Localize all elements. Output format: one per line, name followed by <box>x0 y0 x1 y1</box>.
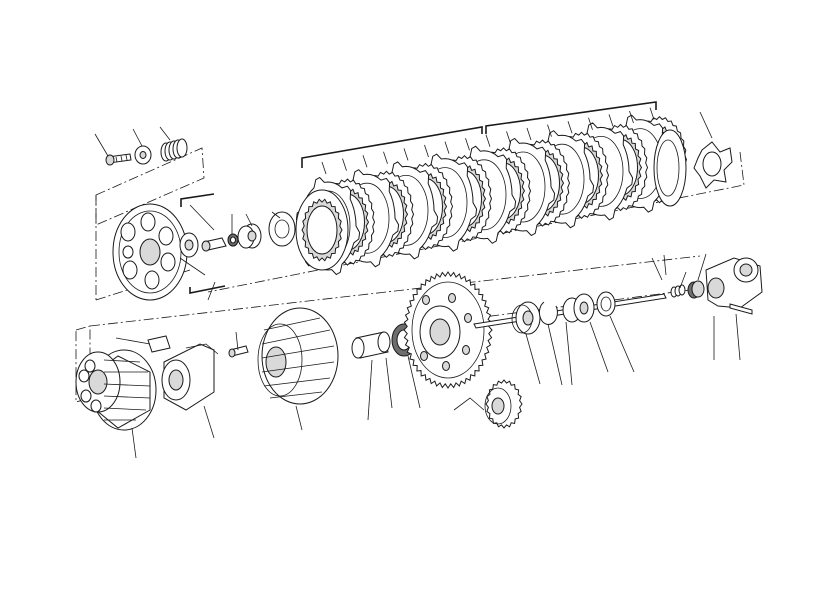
plate-leader-12 <box>547 124 552 137</box>
plate-stack-brackets <box>180 101 657 294</box>
clutch-hub-part <box>161 343 219 411</box>
plate-leader-lines <box>321 107 655 175</box>
spacer-part <box>351 331 391 359</box>
bearing-part <box>179 232 199 258</box>
plate-leader-5 <box>403 148 409 161</box>
plate-leader-2 <box>342 158 347 171</box>
shaft-bearing-1-part <box>511 301 541 335</box>
plate-leader-10 <box>506 131 511 144</box>
primary-gear-rim <box>411 281 485 379</box>
pin-part <box>651 257 663 281</box>
shaft-bearing-3-part <box>596 291 616 317</box>
leader-lines <box>94 111 741 459</box>
rear-plate <box>653 129 687 207</box>
plate-leader-4 <box>383 151 388 164</box>
piston-part <box>687 280 705 299</box>
pinion-gear-rim <box>484 387 512 425</box>
spring-part <box>160 138 188 162</box>
plate-leader-17 <box>649 107 655 120</box>
bushing-part <box>237 223 262 249</box>
plate-leader-7 <box>444 141 450 154</box>
star-washer-part <box>693 141 733 189</box>
o-ring-part <box>227 233 239 247</box>
primary-gear-hole-5 <box>442 361 450 371</box>
primary-gear-bore <box>429 318 451 346</box>
small-block-part <box>147 335 171 353</box>
pinion-gear-part <box>484 379 523 429</box>
primary-gear-hole-3 <box>464 313 472 323</box>
seal-part <box>268 211 296 247</box>
primary-gear-hole-6 <box>420 351 428 361</box>
front-plate-bore <box>306 205 338 255</box>
plate-leader-3 <box>362 155 368 168</box>
inner-basket-part <box>257 307 339 405</box>
small-spring-part <box>670 284 686 298</box>
circlip-part <box>538 301 558 325</box>
bolt-part <box>105 153 132 166</box>
plate-leader-13 <box>567 121 573 134</box>
primary-gear-hole-4 <box>462 345 470 355</box>
small-bolt-part <box>228 345 249 358</box>
primary-gear-part <box>403 271 493 389</box>
pressure-plate-part <box>112 203 188 301</box>
rear-plate-inner <box>656 139 680 197</box>
plate-leader-15 <box>608 114 614 127</box>
shaft-bearing-2-part <box>562 293 595 323</box>
plate-leader-1 <box>321 161 327 175</box>
plate-leader-14 <box>588 117 593 130</box>
plate-leader-11 <box>526 127 532 141</box>
plate-leader-8 <box>465 138 470 151</box>
primary-gear-hole-2 <box>448 293 456 303</box>
clutch-plate-stack <box>295 114 688 276</box>
plate-leader-16 <box>629 110 634 124</box>
primary-gear-hole-1 <box>422 295 430 305</box>
pinion-gear-bore <box>491 397 505 415</box>
plate-leader-6 <box>424 144 429 158</box>
clutch-drum-part <box>75 349 157 431</box>
slave-cylinder-part <box>705 257 763 315</box>
pushrod-piece-part <box>201 237 227 252</box>
washer-part <box>134 145 152 165</box>
plate-leader-9 <box>485 134 491 147</box>
